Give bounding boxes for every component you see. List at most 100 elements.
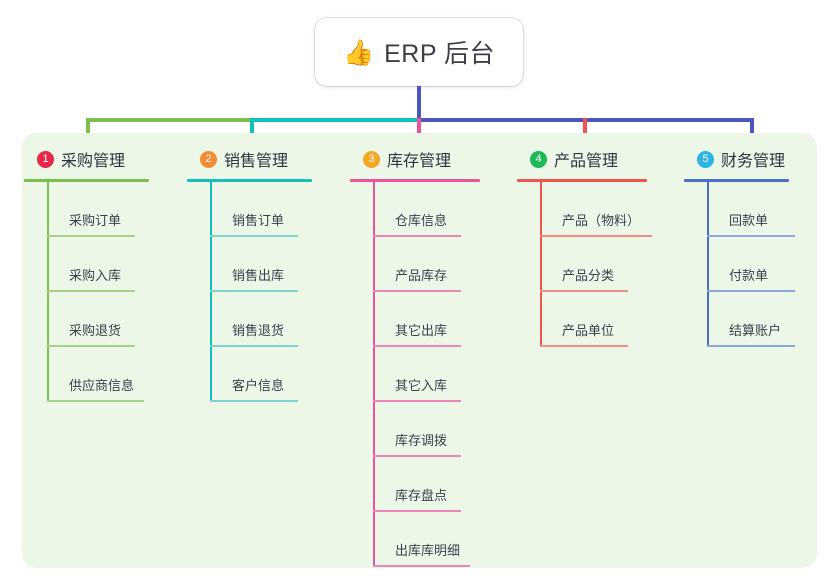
branch-item-underline <box>540 235 652 237</box>
root-node-label: ERP 后台 <box>384 40 496 68</box>
branch-column-5: 5 财务管理回款单付款单结算账户 <box>682 146 822 347</box>
branch-item[interactable]: 库存盘点 <box>373 457 513 512</box>
branch-item-label: 销售订单 <box>232 213 285 228</box>
branch-spine <box>540 182 542 347</box>
branch-title: 库存管理 <box>387 153 452 170</box>
branch-item[interactable]: 出库库明细 <box>373 512 513 567</box>
branch-item-underline <box>540 345 628 347</box>
branch-number-badge: 2 <box>200 150 217 168</box>
branch-items: 产品（物料） 产品分类产品单位 <box>515 182 680 347</box>
branch-item[interactable]: 其它出库 <box>373 292 513 347</box>
branch-underline <box>187 179 312 182</box>
branch-item[interactable]: 产品分类 <box>540 237 680 292</box>
branch-item-underline <box>373 455 461 457</box>
branch-underline <box>517 179 647 182</box>
branch-item[interactable]: 销售订单 <box>210 182 345 237</box>
branch-item-label: 产品单位 <box>562 323 615 338</box>
branch-item-label: 出库库明细 <box>395 543 461 558</box>
branch-item-label: 回款单 <box>729 213 769 228</box>
branch-item-underline <box>707 290 795 292</box>
branch-item-label: 库存盘点 <box>395 488 448 503</box>
root-node[interactable]: 👍 ERP 后台 <box>315 18 523 86</box>
branch-item-label: 其它入库 <box>395 378 448 393</box>
branch-header-3[interactable]: 3 库存管理 <box>348 146 513 172</box>
branch-item-label: 销售退货 <box>232 323 285 338</box>
branch-item[interactable]: 采购退货 <box>47 292 182 347</box>
branch-spine <box>47 182 49 402</box>
branch-items: 销售订单销售出库销售退货客户信息 <box>185 182 345 402</box>
branch-title: 财务管理 <box>721 153 786 170</box>
branch-item-underline <box>210 345 298 347</box>
branch-item[interactable]: 结算账户 <box>707 292 822 347</box>
branch-header-2[interactable]: 2 销售管理 <box>185 146 345 172</box>
branch-item[interactable]: 产品库存 <box>373 237 513 292</box>
branch-item[interactable]: 产品（物料） <box>540 182 680 237</box>
branch-underline <box>350 179 480 182</box>
branch-column-3: 3 库存管理仓库信息产品库存其它出库其它入库库存调拨库存盘点出库库明细 <box>348 146 513 567</box>
branch-item[interactable]: 销售退货 <box>210 292 345 347</box>
branch-item-label: 付款单 <box>729 268 769 283</box>
branch-item[interactable]: 其它入库 <box>373 347 513 402</box>
branch-item[interactable]: 采购订单 <box>47 182 182 237</box>
branch-header-4[interactable]: 4 产品管理 <box>515 146 680 172</box>
branch-item-label: 产品库存 <box>395 268 448 283</box>
branch-number-badge: 5 <box>697 150 714 168</box>
branch-number-badge: 1 <box>37 150 54 168</box>
branch-spine <box>373 182 375 567</box>
branch-item-label: 仓库信息 <box>395 213 448 228</box>
branch-item-underline <box>373 510 461 512</box>
diagram-panel <box>22 133 817 568</box>
branch-column-2: 2 销售管理销售订单销售出库销售退货客户信息 <box>185 146 345 402</box>
branch-number-badge: 4 <box>530 150 547 168</box>
branch-item-label: 采购入库 <box>69 268 122 283</box>
branch-item-label: 结算账户 <box>729 323 782 338</box>
branch-item[interactable]: 回款单 <box>707 182 822 237</box>
branch-item-underline <box>373 400 461 402</box>
branch-underline <box>684 179 789 182</box>
branch-number-badge: 3 <box>363 150 380 168</box>
branch-item-underline <box>373 345 461 347</box>
branch-item-underline <box>373 290 461 292</box>
branch-item-label: 客户信息 <box>232 378 285 393</box>
branch-item-label: 其它出库 <box>395 323 448 338</box>
branch-items: 回款单付款单结算账户 <box>682 182 822 347</box>
branch-item-underline <box>47 290 135 292</box>
branch-item-underline <box>373 565 470 567</box>
branch-title: 销售管理 <box>224 153 289 170</box>
branch-spine <box>707 182 709 347</box>
branch-item-underline <box>373 235 461 237</box>
branch-item-label: 采购订单 <box>69 213 122 228</box>
branch-item[interactable]: 产品单位 <box>540 292 680 347</box>
branch-item[interactable]: 客户信息 <box>210 347 345 402</box>
branch-item-underline <box>47 400 144 402</box>
branch-items: 采购订单采购入库采购退货供应商信息 <box>22 182 182 402</box>
branch-items: 仓库信息产品库存其它出库其它入库库存调拨库存盘点出库库明细 <box>348 182 513 567</box>
branch-item[interactable]: 销售出库 <box>210 237 345 292</box>
branch-item-label: 销售出库 <box>232 268 285 283</box>
branch-item[interactable]: 供应商信息 <box>47 347 182 402</box>
branch-item-underline <box>210 400 298 402</box>
branch-item-underline <box>210 235 298 237</box>
branch-item-underline <box>707 345 795 347</box>
branch-item-underline <box>47 235 135 237</box>
branch-column-4: 4 产品管理产品（物料） 产品分类产品单位 <box>515 146 680 347</box>
branch-item-underline <box>707 235 795 237</box>
branch-item-label: 库存调拨 <box>395 433 448 448</box>
branch-item[interactable]: 采购入库 <box>47 237 182 292</box>
branch-item-label: 供应商信息 <box>69 378 135 393</box>
branch-item-label: 采购退货 <box>69 323 122 338</box>
branch-item-underline <box>210 290 298 292</box>
branch-underline <box>24 179 149 182</box>
branch-item-label: 产品（物料） <box>562 213 641 228</box>
branch-item[interactable]: 库存调拨 <box>373 402 513 457</box>
branch-title: 产品管理 <box>554 153 619 170</box>
branch-item[interactable]: 仓库信息 <box>373 182 513 237</box>
branch-header-5[interactable]: 5 财务管理 <box>682 146 822 172</box>
branch-item[interactable]: 付款单 <box>707 237 822 292</box>
thumbs-up-icon: 👍 <box>342 37 375 67</box>
branch-spine <box>210 182 212 402</box>
branch-item-underline <box>540 290 628 292</box>
